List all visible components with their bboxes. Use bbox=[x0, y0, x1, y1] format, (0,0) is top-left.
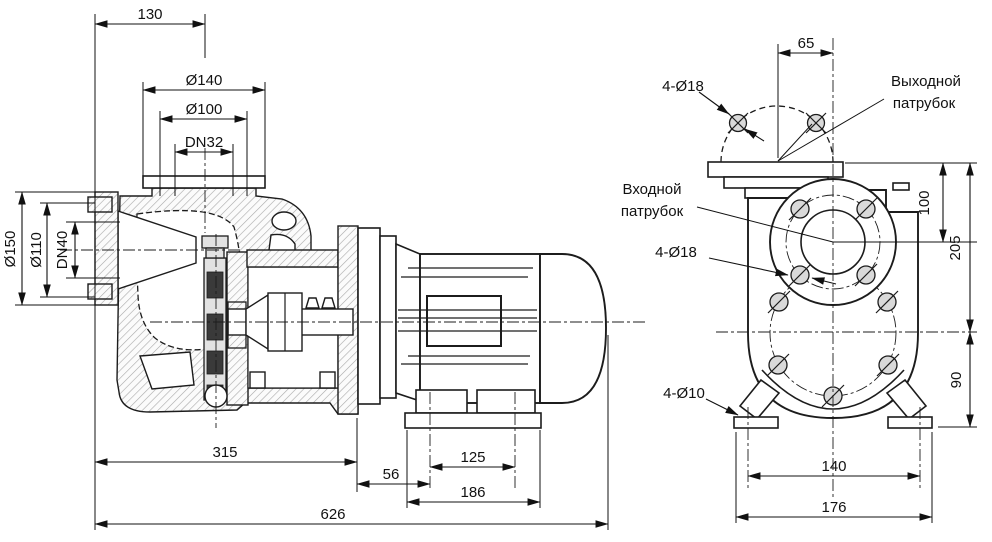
dim-100: 100 bbox=[845, 162, 977, 243]
foot-plate-right bbox=[887, 416, 933, 429]
dim-90-label: 90 bbox=[948, 372, 965, 389]
bracket-top-beam bbox=[246, 249, 339, 268]
dim-140-label: 140 bbox=[821, 458, 846, 475]
flange-holes-label: 4-Ø18 bbox=[655, 244, 697, 261]
front-dimensions: 65 100 205 90 140 bbox=[735, 35, 977, 523]
motor-end-cap bbox=[539, 253, 607, 404]
impeller bbox=[201, 235, 229, 408]
dim-130: 130 bbox=[94, 6, 206, 28]
shaft-key-2 bbox=[321, 297, 336, 309]
motor bbox=[395, 242, 607, 429]
motor-foot-left bbox=[415, 389, 468, 414]
motor-foot-right bbox=[476, 389, 536, 414]
dim-o110-label: Ø110 bbox=[28, 232, 45, 268]
dim-205-label: 205 bbox=[947, 235, 964, 260]
outlet-flange-bolts bbox=[727, 112, 827, 134]
dim-dn40-label: DN40 bbox=[54, 231, 71, 269]
discharge-channel bbox=[271, 211, 297, 231]
front-labels: Выходной патрубок Входной патрубок 4-Ø18… bbox=[621, 73, 961, 402]
outlet-flange-plate bbox=[707, 161, 844, 178]
dim-o150: Ø150 bbox=[2, 191, 95, 306]
feet bbox=[733, 378, 933, 429]
dim-90: 90 bbox=[938, 331, 977, 428]
dim-315: 315 bbox=[94, 444, 358, 466]
dim-176-label: 176 bbox=[821, 499, 846, 516]
side-view: 130 Ø140 Ø100 DN32 bbox=[2, 6, 645, 530]
motor-frame bbox=[419, 253, 541, 404]
motor-flange-step bbox=[379, 235, 397, 399]
dim-626: 626 bbox=[94, 335, 609, 530]
bearing-bracket bbox=[227, 225, 397, 415]
casing-lug bbox=[892, 182, 910, 191]
dim-626-label: 626 bbox=[320, 506, 345, 523]
side-centerlines bbox=[60, 148, 645, 488]
inlet-port-label-2: патрубок bbox=[621, 203, 684, 220]
motor-flange-plate bbox=[357, 227, 381, 405]
dim-56-label: 56 bbox=[383, 466, 400, 483]
impeller-nut-2 bbox=[205, 247, 225, 259]
dim-o140-label: Ø140 bbox=[186, 72, 223, 89]
suction-flange-bolt-bottom bbox=[87, 283, 113, 300]
dim-176: 176 bbox=[735, 432, 933, 523]
side-dimensions: 130 Ø140 Ø100 DN32 bbox=[2, 6, 609, 530]
dim-56: 56 bbox=[356, 466, 431, 488]
casing-rim bbox=[761, 369, 905, 410]
outlet-flange-semicircle bbox=[720, 105, 834, 163]
dim-o110: Ø110 bbox=[28, 202, 95, 298]
dim-125-label: 125 bbox=[460, 449, 485, 466]
dim-186: 186 bbox=[406, 430, 541, 508]
suction-flange-bolt-top bbox=[87, 196, 113, 213]
baseplate bbox=[404, 412, 542, 429]
dim-315-label: 315 bbox=[212, 444, 237, 461]
dim-o100-label: Ø100 bbox=[186, 101, 223, 118]
outlet-port-label-2: патрубок bbox=[893, 95, 956, 112]
dim-o140: Ø140 bbox=[142, 72, 266, 176]
motor-cooling-fins bbox=[398, 267, 537, 365]
dim-o150-label: Ø150 bbox=[2, 231, 19, 268]
dim-130-label: 130 bbox=[137, 6, 162, 23]
dim-dn40: DN40 bbox=[54, 221, 120, 279]
impeller-nut bbox=[201, 235, 229, 249]
dim-dn32-label: DN32 bbox=[185, 134, 223, 151]
dim-o100: Ø100 bbox=[159, 101, 248, 196]
dim-140: 140 bbox=[747, 458, 921, 480]
dim-100-label: 100 bbox=[916, 190, 933, 215]
dim-dn32: DN32 bbox=[174, 134, 234, 196]
inlet-flange-bolts bbox=[788, 197, 878, 287]
front-body bbox=[707, 105, 933, 429]
volute-lower-channel bbox=[139, 351, 195, 390]
foot-plate-left bbox=[733, 416, 779, 429]
foot-holes-label: 4-Ø10 bbox=[663, 385, 705, 402]
motor-nameplate bbox=[426, 295, 502, 347]
dim-65: 65 bbox=[777, 35, 834, 158]
dim-205: 205 bbox=[947, 162, 974, 333]
discharge-flange bbox=[142, 175, 266, 189]
dim-125: 125 bbox=[429, 449, 516, 471]
front-view: Выходной патрубок Входной патрубок 4-Ø18… bbox=[621, 35, 977, 523]
dim-186-label: 186 bbox=[460, 484, 485, 501]
shaft-key-1 bbox=[305, 297, 320, 309]
front-leaders bbox=[696, 91, 885, 416]
outlet-holes-label: 4-Ø18 bbox=[662, 78, 704, 95]
inlet-port-label-1: Входной bbox=[623, 181, 682, 198]
outlet-port-label-1: Выходной bbox=[891, 73, 961, 90]
dim-65-label: 65 bbox=[798, 35, 815, 52]
